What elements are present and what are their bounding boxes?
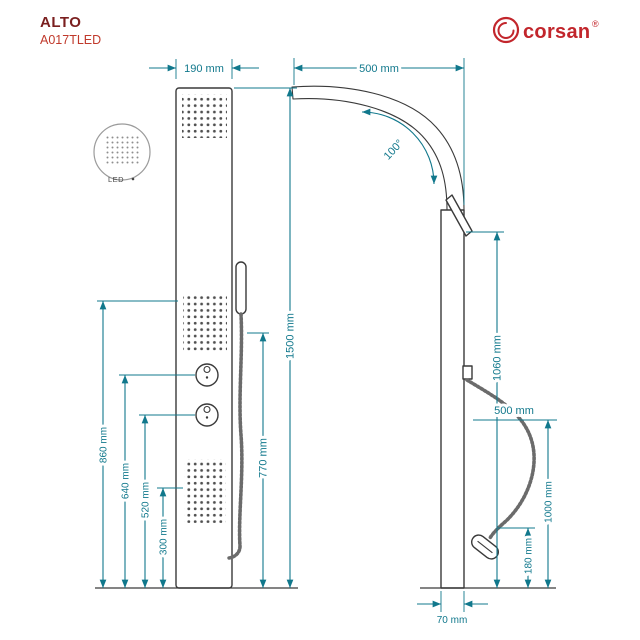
page-title: ALTO xyxy=(40,14,81,31)
dim-side-reach: 500 mm xyxy=(293,58,465,205)
led-indicator-dot xyxy=(131,177,135,181)
header: ALTO A017TLED corsan ® xyxy=(40,14,599,47)
shower-hose-side xyxy=(465,378,536,540)
svg-text:640 mm: 640 mm xyxy=(121,463,132,499)
temperature-knob xyxy=(195,363,219,387)
dim-front-height: 1500 mm xyxy=(234,87,300,588)
svg-text:770 mm: 770 mm xyxy=(258,438,270,478)
middle-sprayer-grid xyxy=(183,293,227,351)
bottom-sprayer-grid xyxy=(184,459,226,523)
led-detail-callout: LED xyxy=(93,123,151,184)
dim-hose-height: 770 mm xyxy=(247,332,273,588)
brand-name: corsan xyxy=(523,21,590,43)
dim-1060: 1060 mm xyxy=(466,231,507,588)
svg-text:500 mm: 500 mm xyxy=(494,405,534,417)
dim-front-width: 190 mm xyxy=(149,59,259,79)
svg-text:190 mm: 190 mm xyxy=(184,63,224,75)
dimensions: 190 mm 500 mm 100° 1500 mm 770 mm xyxy=(96,58,558,629)
svg-text:860 mm: 860 mm xyxy=(99,427,110,463)
dim-520: 520 mm xyxy=(138,414,195,588)
overhead-shower-side xyxy=(445,194,473,237)
svg-text:500 mm: 500 mm xyxy=(359,63,399,75)
front-view: LED xyxy=(93,87,298,589)
svg-text:520 mm: 520 mm xyxy=(141,482,152,518)
dim-500-right: 500 mm xyxy=(473,402,557,421)
dim-640: 640 mm xyxy=(118,374,195,588)
dim-300: 300 mm xyxy=(156,487,183,588)
flow-knob xyxy=(195,403,219,427)
svg-text:1060 mm: 1060 mm xyxy=(492,335,504,381)
svg-text:300 mm: 300 mm xyxy=(159,519,170,555)
registered-mark: ® xyxy=(592,19,599,29)
dim-180: 180 mm xyxy=(498,527,538,588)
hand-shower-side xyxy=(470,534,500,560)
hand-shower-holder xyxy=(462,365,473,380)
shower-arm xyxy=(291,85,465,211)
side-panel xyxy=(440,209,465,589)
led-label: LED xyxy=(108,175,124,184)
dim-860: 860 mm xyxy=(96,300,178,588)
dim-depth: 70 mm xyxy=(417,591,488,629)
svg-text:1500 mm: 1500 mm xyxy=(285,313,297,359)
svg-text:100°: 100° xyxy=(382,138,406,163)
svg-text:1000 mm: 1000 mm xyxy=(544,481,555,523)
dim-arm-angle: 100° xyxy=(361,108,438,185)
svg-text:70 mm: 70 mm xyxy=(437,615,468,626)
side-view xyxy=(291,85,556,589)
shower-hose-front xyxy=(227,312,244,560)
svg-text:180 mm: 180 mm xyxy=(524,538,535,574)
top-sprayer-grid xyxy=(182,94,227,138)
dim-1000: 1000 mm xyxy=(541,420,558,588)
hand-shower-front xyxy=(235,261,247,315)
brand-logo-icon xyxy=(492,16,520,44)
product-code: A017TLED xyxy=(40,33,101,47)
